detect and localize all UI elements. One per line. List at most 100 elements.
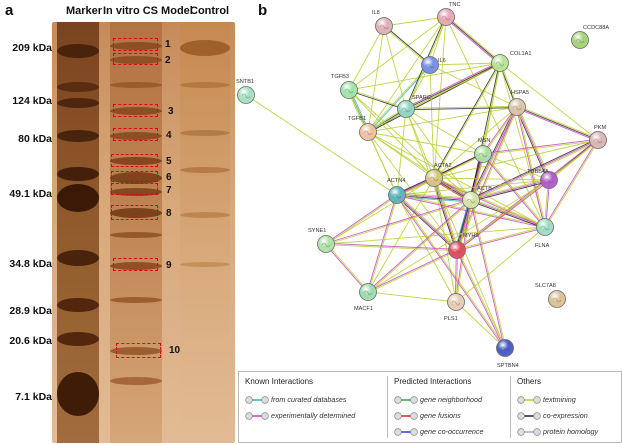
edge-line-co_expression [515,107,549,181]
node-circle-ACTB [462,191,480,209]
node-structure-MACF1 [363,290,373,296]
edge-line-experimentally_determined [482,138,598,154]
edge-line-textmining [471,140,599,202]
band-box-6 [111,171,158,182]
node-TUBB4A[interactable]: TUBB4A [527,169,558,189]
edge-line-textmining [499,62,599,141]
band-number-2: 2 [165,55,171,66]
edge-line-co_expression [470,200,545,229]
node-ACTN4[interactable]: ACTN4 [387,178,406,204]
node-circle-MYH9 [448,241,466,259]
node-PLS1[interactable]: PLS1 [444,293,465,323]
node-IL8[interactable]: IL8 [372,10,393,35]
node-MSN[interactable]: MSN [474,138,492,163]
edge-line-textmining [367,16,447,133]
band-box-7 [111,183,158,195]
node-circle-TUBB4A [540,171,558,189]
edge-line-textmining [483,140,599,156]
edge-SPTBN4-PLS1 [455,301,506,349]
edge-line-textmining [348,89,398,196]
edge-line-experimentally_determined [457,227,546,252]
node-circle-ACTN4 [388,186,406,204]
edge-TGFB3-IL8 [348,25,385,91]
interaction-legend: Known Interactions from curated database… [238,371,622,443]
edge-line-textmining [456,225,545,250]
legend-homology-label: protein homology [543,427,599,436]
band-number-1: 1 [165,39,171,50]
node-COL1A1[interactable]: COL1A1 [491,51,532,72]
edge-line-textmining [470,178,549,200]
node-structure-SPARC [401,107,411,113]
edge-HSPA5-FLNA [515,106,547,228]
node-label-SYNE1: SYNE1 [308,228,326,234]
node-circle-MACF1 [359,283,377,301]
node-label-IL6: IL6 [438,58,446,64]
lane-title-cs-model: In vitro CS Model [103,5,193,17]
node-structure-TUBB4A [544,178,554,184]
edge-PKM-MSN [482,138,599,156]
node-MACF1[interactable]: MACF1 [354,283,377,313]
edge-line-textmining [325,177,435,245]
node-circle-SPTBN4 [496,339,514,357]
node-TGFB1[interactable]: TGFB1 [348,116,377,141]
node-circle-IL8 [375,17,393,35]
node-structure-SYNE1 [321,242,331,248]
edge-line-experimentally_determined [516,107,598,142]
node-SLC7A8[interactable]: SLC7A8 [535,283,566,308]
band-number-10: 10 [169,345,181,356]
edge-line-textmining [405,108,472,201]
edge-ACTB-MACF1 [367,199,472,293]
marker-label-124: 124 kDa [12,95,52,107]
band-box-2 [113,53,158,65]
edge-line-textmining [367,291,457,303]
node-MYH9[interactable]: MYH9 [448,233,479,259]
panel-b-letter: b [258,2,268,19]
edge-MYH9-TUBB4A [456,179,550,251]
node-TGFB3[interactable]: TGFB3 [331,74,358,99]
node-circle-SYNE1 [317,235,335,253]
node-CCDC88A[interactable]: CCDC88A [571,25,610,49]
edge-line-textmining [383,26,430,66]
edge-line-textmining [433,177,506,349]
edge-line-textmining [455,301,506,349]
edge-line-textmining [397,194,506,348]
node-SNTB1[interactable]: SNTB1 [236,79,255,104]
node-ACTB[interactable]: ACTB [462,186,493,209]
edge-line-textmining [326,243,369,292]
lane-title-marker: Marker [66,5,103,17]
node-TNC[interactable]: TNC [437,2,461,26]
edge-HSPA5-ACTA2 [433,106,518,179]
node-structure-IL6 [425,63,435,69]
edge-line-experimentally_determined [396,195,545,229]
node-label-ACTA2: ACTA2 [434,163,452,169]
node-PKM[interactable]: PKM [589,125,607,149]
edge-line-co_expression [433,62,500,178]
legend-experimental-label: experimentally determined [271,411,356,420]
edge-ACTN4-FLNA [396,193,546,229]
edge-line-textmining [349,88,407,109]
node-SPARC[interactable]: SPARC [397,95,431,118]
edge-HSPA5-TUBB4A [515,106,551,181]
node-ACTA2[interactable]: ACTA2 [425,163,452,187]
node-FLNA[interactable]: FLNA [535,218,554,250]
edge-line-co_expression [471,180,550,202]
node-circle-CCDC88A [571,31,589,49]
node-structure-TNC [441,15,451,21]
legend-protein-homology: protein homology [517,426,623,438]
edge-line-textmining [429,64,518,108]
node-SPTBN4[interactable]: SPTBN4 [496,339,519,370]
node-IL6[interactable]: IL6 [421,56,446,74]
marker-label-28: 28.9 kDa [9,305,52,317]
edge-line-experimentally_determined [444,17,500,65]
edge-line-textmining [348,89,435,179]
edge-line-experimentally_determined [482,154,545,228]
edge-line-experimentally_determined [367,249,457,292]
band-box-8 [111,205,158,220]
edge-line-co_expression [445,16,501,64]
edge-line-textmining [545,140,599,228]
band-box-3 [113,104,158,117]
marker-label-7: 7.1 kDa [15,391,52,403]
node-HSPA5[interactable]: HSPA5 [508,90,529,116]
legend-gene-fusions: gene fusions [394,410,519,422]
node-SYNE1[interactable]: SYNE1 [308,228,335,253]
